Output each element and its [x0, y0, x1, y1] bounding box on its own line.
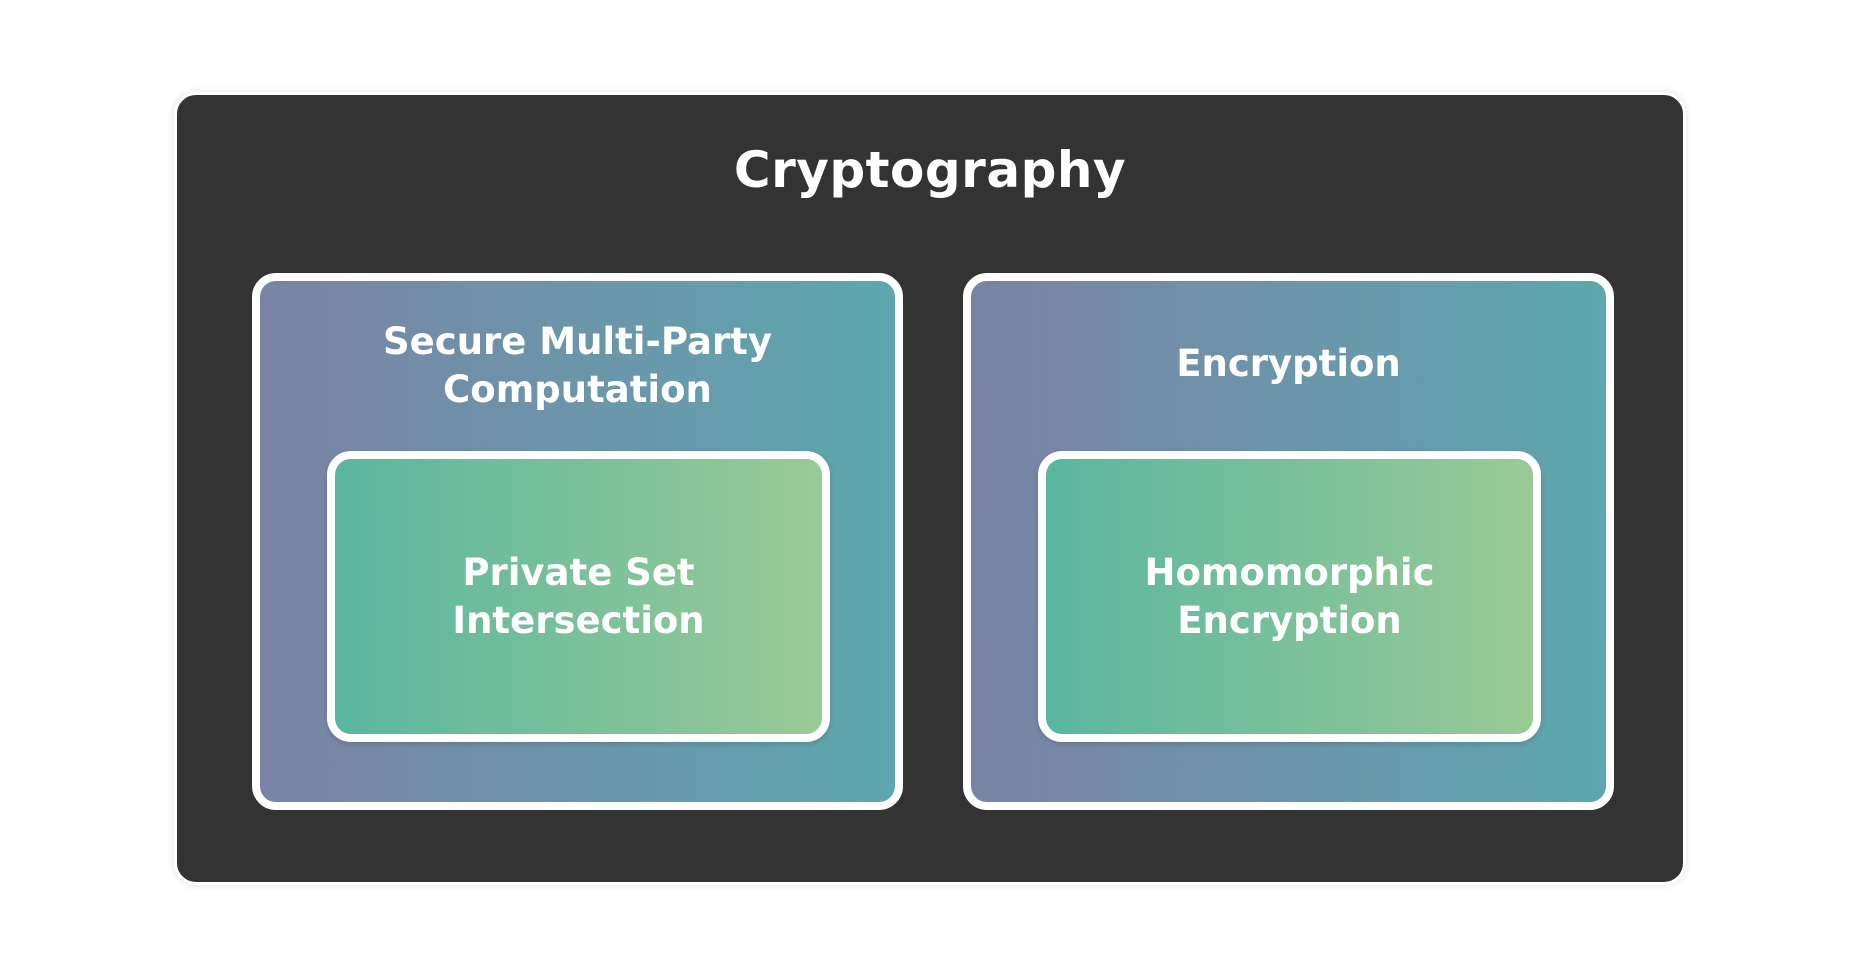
node-label: Homomorphic Encryption	[1144, 549, 1434, 645]
diagram-title: Cryptography	[733, 141, 1127, 199]
cryptography-container: Cryptography Secure Multi-Party Computat…	[174, 92, 1686, 885]
node-label: Private Set Intersection	[452, 549, 704, 645]
node-private-set-intersection: Private Set Intersection	[327, 451, 830, 742]
node-label-line2: Encryption	[1177, 598, 1402, 642]
group-title-line1: Encryption	[1176, 342, 1401, 385]
node-label-line1: Private Set	[462, 550, 695, 594]
group-secure-multi-party-computation: Secure Multi-Party Computation Private S…	[252, 273, 903, 810]
group-title: Encryption	[971, 340, 1606, 388]
node-label-line1: Homomorphic	[1144, 550, 1435, 594]
node-homomorphic-encryption: Homomorphic Encryption	[1038, 451, 1541, 742]
node-label-line2: Intersection	[452, 598, 705, 642]
group-title-line1: Secure Multi-Party	[383, 320, 772, 363]
group-title: Secure Multi-Party Computation	[260, 318, 895, 414]
group-encryption: Encryption Homomorphic Encryption	[963, 273, 1614, 810]
group-title-line2: Computation	[443, 368, 712, 411]
